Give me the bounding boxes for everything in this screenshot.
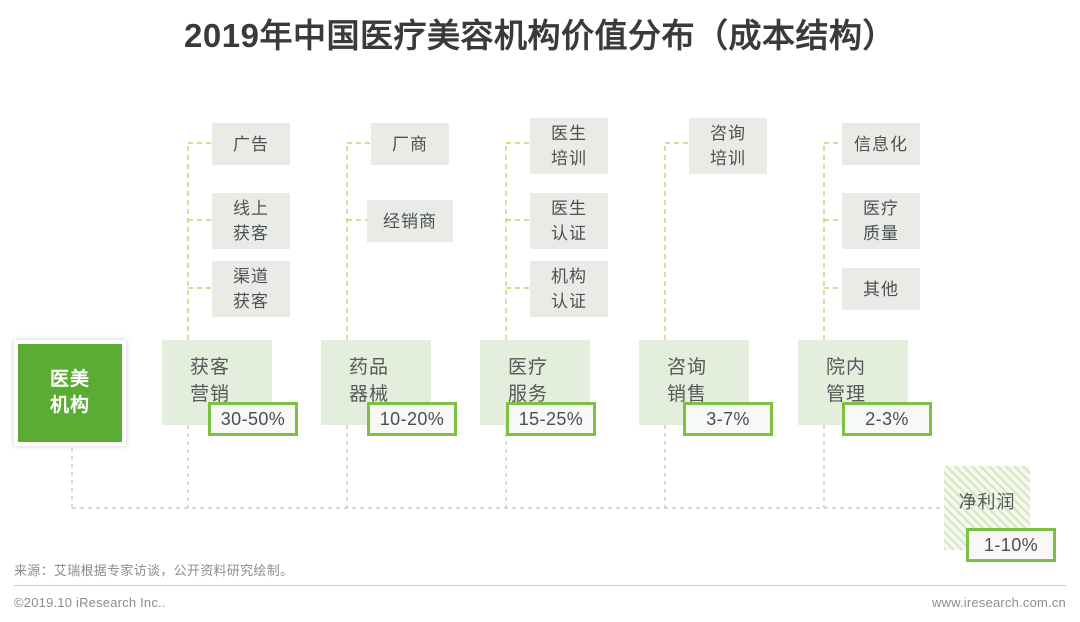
category-label-line1: 药品 [349, 357, 390, 378]
subitem-label: 医生 认证 [551, 199, 587, 243]
subitem-label: 机构 认证 [551, 267, 587, 311]
percent-badge-medical-service: 15-25% [506, 402, 596, 436]
category-label-line2: 销售 [667, 384, 708, 405]
percent-badge-label: 3-7% [706, 408, 750, 429]
percent-badge-label: 30-50% [220, 408, 286, 429]
percent-badge-label: 10-20% [379, 408, 445, 429]
category-label-line1: 获客 [190, 357, 231, 378]
website-link[interactable]: www.iresearch.com.cn [931, 595, 1066, 610]
footer-divider [14, 585, 1066, 586]
percent-badge-label: 15-25% [518, 408, 584, 429]
subitem-informatization[interactable]: 信息化 [842, 123, 920, 165]
subitem-label: 渠道 获客 [233, 267, 269, 311]
category-label-line2: 营销 [190, 384, 231, 405]
category-label-line2: 管理 [826, 384, 867, 405]
percent-badge-label: 1-10% [983, 534, 1039, 555]
copyright-text: ©2019.10 iResearch Inc.. [14, 595, 166, 610]
category-label-line1: 医疗 [508, 357, 549, 378]
subitem-medical-quality[interactable]: 医疗 质量 [842, 193, 920, 249]
subitem-label: 经销商 [383, 211, 437, 231]
page-title: 2019年中国医疗美容机构价值分布（成本结构） [184, 17, 896, 54]
subitem-label: 医疗 质量 [863, 199, 899, 243]
subitem-manufacturer[interactable]: 厂商 [371, 123, 449, 165]
percent-badge-in-hospital-management: 2-3% [842, 402, 932, 436]
subitem-label: 医生 培训 [551, 124, 587, 168]
percent-badge-net-profit: 1-10% [966, 528, 1056, 562]
percent-badge-label: 2-3% [865, 408, 909, 429]
root-node-medical-aesthetics[interactable]: 医美 机构 [14, 340, 126, 446]
subitem-label: 其他 [863, 279, 899, 299]
subitem-label: 线上 获客 [233, 199, 269, 243]
diagram-canvas: 医美 机构 广告 线上 获客 渠道 获客 获客 营销 30-50% 厂商 经销商 [14, 118, 1056, 562]
percent-badge-drugs-devices: 10-20% [367, 402, 457, 436]
subitem-institution-certification[interactable]: 机构 认证 [530, 261, 608, 317]
percent-badge-consulting-sales: 3-7% [683, 402, 773, 436]
profit-node-label: 净利润 [958, 492, 1016, 512]
root-node-label-line2: 机构 [49, 395, 90, 416]
subitem-label: 厂商 [392, 134, 428, 154]
category-label-line1: 院内 [826, 357, 867, 378]
category-label-line1: 咨询 [667, 357, 708, 378]
subitem-distributor[interactable]: 经销商 [367, 200, 453, 242]
root-node-label: 医美 机构 [50, 367, 90, 419]
subitem-label: 咨询 培训 [710, 124, 746, 168]
source-note: 来源：艾瑞根据专家访谈，公开资料研究绘制。 [14, 563, 294, 578]
subitem-doctor-training[interactable]: 医生 培训 [530, 118, 608, 174]
category-label-line2: 器械 [349, 384, 390, 405]
category-medical-service[interactable]: 医疗 服务 [480, 340, 590, 425]
subitem-label: 广告 [233, 134, 269, 154]
subitem-channel-acquisition[interactable]: 渠道 获客 [212, 261, 290, 317]
subitem-consultant-training[interactable]: 咨询 培训 [689, 118, 767, 174]
subitem-other[interactable]: 其他 [842, 268, 920, 310]
category-label-line2: 服务 [508, 384, 549, 405]
subitem-doctor-certification[interactable]: 医生 认证 [530, 193, 608, 249]
root-node-label-line1: 医美 [49, 369, 90, 390]
subitem-label: 信息化 [854, 134, 908, 154]
subitem-advertising[interactable]: 广告 [212, 123, 290, 165]
percent-badge-customer-acquisition: 30-50% [208, 402, 298, 436]
subitem-online-acquisition[interactable]: 线上 获客 [212, 193, 290, 249]
